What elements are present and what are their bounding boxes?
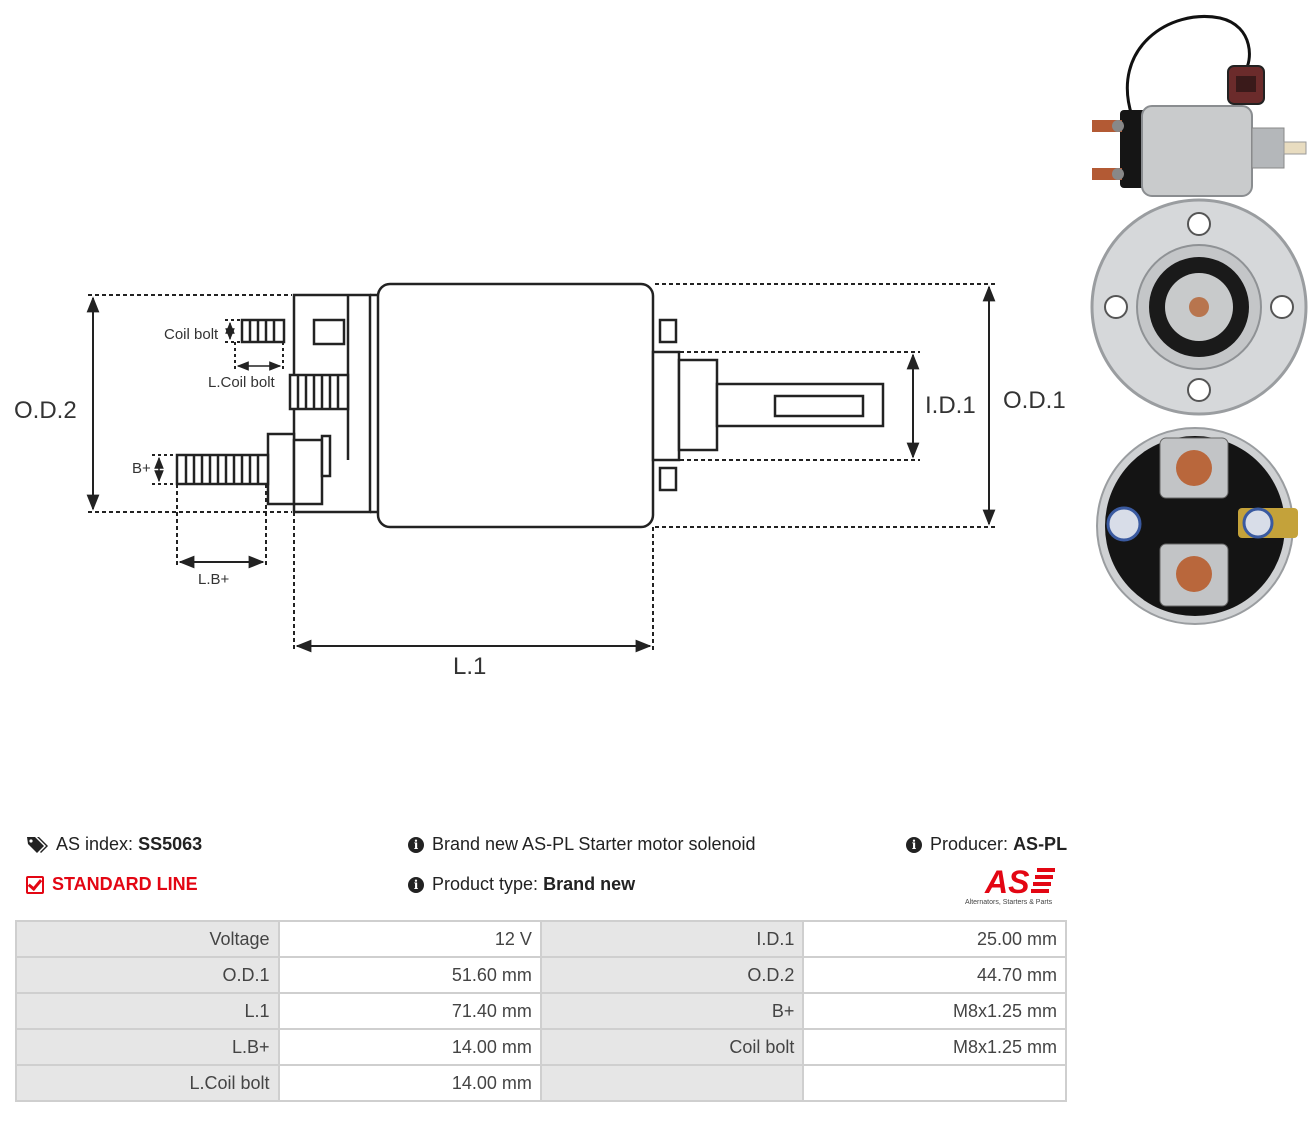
info-icon: i [906, 836, 922, 853]
as-index-label: AS index: [56, 834, 134, 854]
spec-value: M8x1.25 mm [804, 994, 1065, 1028]
info-icon: i [408, 876, 424, 893]
producer-label: Producer: [930, 834, 1009, 854]
spec-label: L.B+ [17, 1030, 278, 1064]
label-l-coil-bolt: L.Coil bolt [208, 374, 276, 391]
producer: i Producer: AS-PL [906, 834, 1067, 855]
spec-label: O.D.2 [541, 958, 803, 992]
product-type: i Product type: Brand new [408, 874, 635, 895]
spec-label: I.D.1 [541, 922, 803, 956]
spec-label: B+ [541, 994, 803, 1028]
spec-label: L.1 [17, 994, 278, 1028]
spec-value: 71.40 mm [279, 994, 540, 1028]
spec-label: Coil bolt [541, 1030, 803, 1064]
spec-label: Voltage [17, 922, 278, 956]
tags-icon [27, 836, 48, 853]
label-od2: O.D.2 [14, 397, 77, 424]
spec-value: 14.00 mm [279, 1030, 540, 1064]
logo-tagline: Alternators, Starters & Parts [965, 899, 1053, 906]
standard-line-badge: STANDARD LINE [26, 874, 198, 895]
producer-value: AS-PL [1013, 834, 1068, 854]
as-index: AS index: SS5063 [26, 834, 202, 855]
spec-label: L.Coil bolt [17, 1066, 278, 1100]
spec-label [541, 1066, 803, 1100]
label-id1: I.D.1 [925, 392, 976, 419]
solenoid-front-photo [1090, 198, 1308, 416]
label-l-b-plus: L.B+ [198, 571, 230, 588]
spec-value: M8x1.25 mm [804, 1030, 1065, 1064]
spec-value [804, 1066, 1065, 1100]
label-od1: O.D.1 [1003, 387, 1066, 414]
as-index-value: SS5063 [138, 834, 203, 854]
spec-value: 44.70 mm [804, 958, 1065, 992]
check-square-icon [26, 875, 44, 894]
product-description: i Brand new AS-PL Starter motor solenoid [408, 834, 756, 855]
logo-text: AS [984, 864, 1030, 900]
product-type-label: Product type: [432, 874, 539, 894]
as-logo: AS Alternators, Starters & Parts [965, 862, 1069, 908]
spec-label: O.D.1 [17, 958, 278, 992]
solenoid-terminal-photo [1096, 427, 1298, 625]
label-b-plus: B+ [132, 460, 151, 477]
product-type-value: Brand new [543, 874, 636, 894]
solenoid-technical-drawing: O.D.2 O.D.1 I.D.1 L.1 Coil bolt L.Coil b… [14, 282, 1066, 680]
description-text: Brand new AS-PL Starter motor solenoid [432, 834, 756, 854]
spec-value: 51.60 mm [279, 958, 540, 992]
label-coil-bolt: Coil bolt [164, 326, 219, 343]
solenoid-side-photo [1092, 15, 1307, 197]
info-icon: i [408, 836, 424, 853]
label-l1: L.1 [453, 653, 486, 680]
spec-value: 12 V [279, 922, 540, 956]
spec-value: 25.00 mm [804, 922, 1065, 956]
as-logo-mark: AS Alternators, Starters & Parts [965, 864, 1055, 906]
standard-line-text: STANDARD LINE [52, 874, 198, 894]
spec-value: 14.00 mm [279, 1066, 540, 1100]
